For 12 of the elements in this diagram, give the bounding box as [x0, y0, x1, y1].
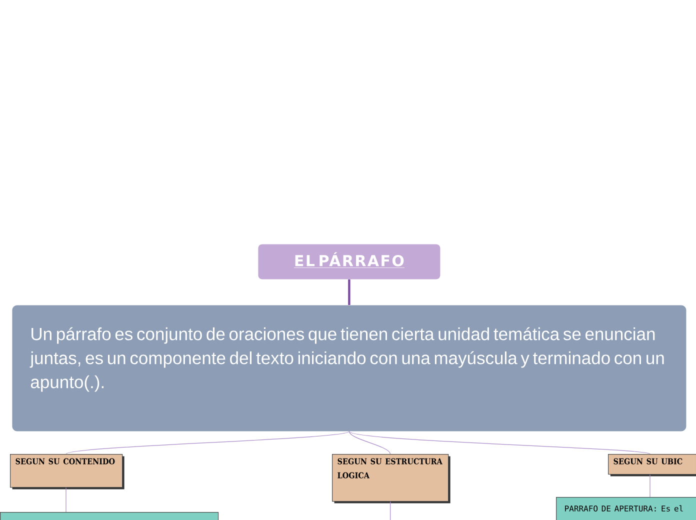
title-box: EL PÁRRAFO	[258, 244, 440, 280]
content-box: PARRAFO DE APERTURA: Es el	[556, 497, 696, 520]
connector-line	[390, 501, 391, 520]
connector-line	[348, 279, 350, 305]
definition-box: Un párrafo es conjunto de oraciones que tienen cierta unidad temática se enuncian juntas, es un componente del texto iniciando con una mayúscula y terminado con un apunto(.).	[12, 305, 686, 432]
category-box: SEGUN SU CONTENIDO	[10, 454, 124, 490]
content-box	[0, 512, 219, 520]
category-box: SEGUN SU UBIC	[608, 454, 696, 476]
connector-line	[66, 431, 350, 454]
connector-line	[348, 431, 391, 454]
connector-line	[348, 431, 650, 454]
category-box: SEGUN SU ESTRUCTURA LOGICA	[332, 454, 450, 504]
